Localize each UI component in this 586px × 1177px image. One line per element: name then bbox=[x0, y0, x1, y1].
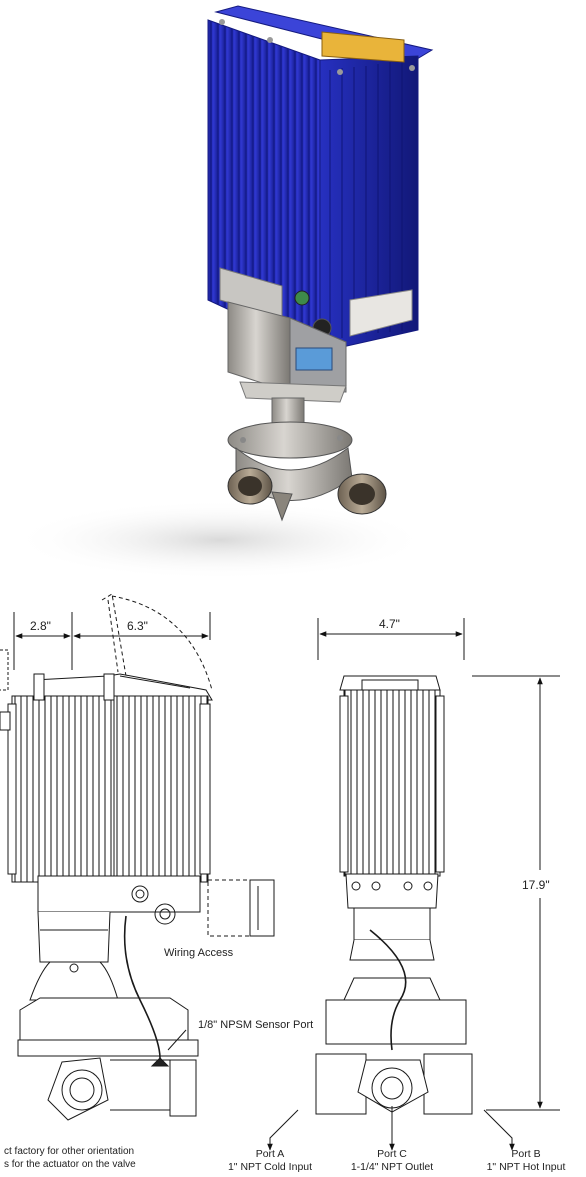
dimension-label-2.8: 2.8" bbox=[30, 619, 51, 633]
port-a-spec: 1" NPT Cold Input bbox=[227, 1161, 313, 1173]
dimension-label-4.7: 4.7" bbox=[379, 617, 400, 631]
side-view bbox=[0, 649, 275, 1121]
port-a-arrow bbox=[267, 1109, 299, 1151]
note-line-2: s for the actuator on the valve bbox=[4, 1159, 136, 1170]
dimension-17.9 bbox=[472, 675, 560, 1111]
port-a-name: Port A bbox=[255, 1148, 285, 1160]
status-light-icon bbox=[294, 290, 310, 306]
sensor-port-label: 1/8" NPSM Sensor Port bbox=[198, 1019, 314, 1031]
product-render bbox=[10, 5, 434, 580]
front-view bbox=[315, 675, 473, 1115]
dimension-2.8 bbox=[13, 612, 73, 670]
swing-arc bbox=[101, 593, 213, 691]
port-c-name: Port C bbox=[377, 1148, 407, 1160]
valve-body bbox=[227, 421, 387, 522]
port-c-spec: 1-1/4" NPT Outlet bbox=[350, 1161, 434, 1173]
display-window bbox=[321, 31, 405, 63]
port-b-name: Port B bbox=[511, 1148, 541, 1160]
floor-shadow bbox=[10, 500, 430, 580]
dimension-label-17.9: 17.9" bbox=[522, 878, 550, 892]
port-b-spec: 1" NPT Hot Input bbox=[486, 1161, 566, 1173]
dimension-6.3 bbox=[73, 612, 211, 640]
dimension-4.7 bbox=[317, 618, 465, 660]
wiring-access-label: Wiring Access bbox=[164, 947, 234, 959]
technical-drawing bbox=[0, 593, 560, 1151]
note-line-1: ct factory for other orientation bbox=[4, 1146, 135, 1157]
mounting-bracket bbox=[227, 301, 347, 403]
dimension-label-6.3: 6.3" bbox=[127, 619, 148, 633]
port-b-arrow bbox=[483, 1109, 515, 1151]
actuator-housing bbox=[207, 5, 434, 353]
